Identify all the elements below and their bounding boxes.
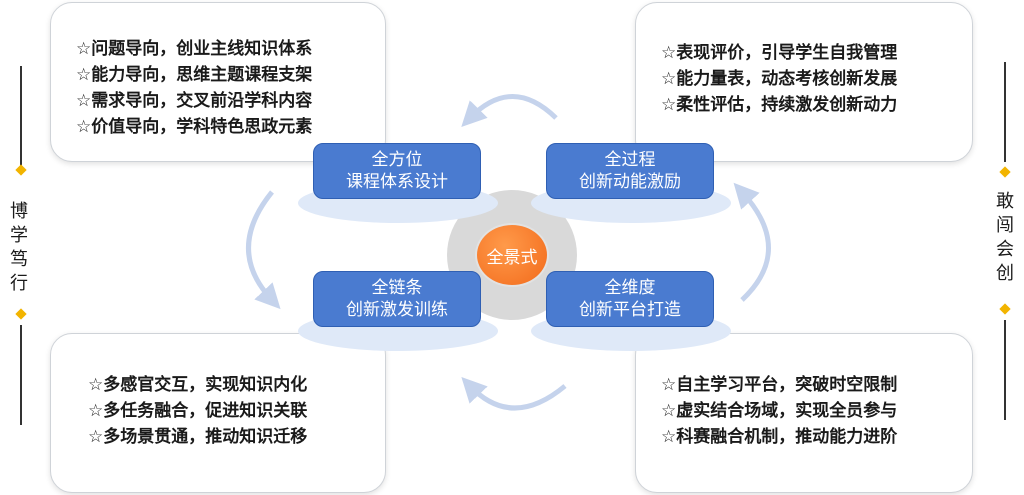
box-curriculum-design: 全方位 课程体系设计: [313, 143, 481, 199]
card-line: ☆需求导向，交叉前沿学科内容: [76, 91, 313, 111]
box-title: 全方位: [371, 150, 423, 170]
right-line-top: [1004, 62, 1006, 162]
box-innovation-training: 全链条 创新激发训练: [313, 271, 481, 327]
box-subtitle: 创新激发训练: [346, 300, 448, 320]
arrow-top: [461, 94, 558, 127]
left-side-label: 博学笃行: [10, 201, 28, 294]
card-line: ☆柔性评估，持续激发创新动力: [661, 95, 898, 115]
center-label: 全景式: [475, 223, 549, 287]
box-innovation-incentive: 全过程 创新动能激励: [546, 143, 714, 199]
right-side-label: 敢闯会创: [996, 191, 1014, 284]
arrow-left: [246, 190, 281, 310]
card-line: ☆多场景贯通，推动知识迁移: [88, 427, 308, 447]
left-line-bottom: [20, 325, 22, 425]
card-bottom-left: ☆多感官交互，实现知识内化 ☆多任务融合，促进知识关联 ☆多场景贯通，推动知识迁…: [50, 333, 386, 493]
box-innovation-platform: 全维度 创新平台打造: [546, 271, 714, 327]
card-line: ☆能力量表，动态考核创新发展: [661, 69, 898, 89]
card-line: ☆能力导向，思维主题课程支架: [76, 65, 313, 85]
box-title: 全过程: [604, 150, 656, 170]
arrow-bottom: [461, 376, 567, 411]
card-top-left: ☆问题导向，创业主线知识体系 ☆能力导向，思维主题课程支架 ☆需求导向，交叉前沿…: [50, 2, 386, 162]
box-title: 全维度: [604, 278, 656, 298]
box-subtitle: 课程体系设计: [346, 172, 448, 192]
card-line: ☆多感官交互，实现知识内化: [88, 375, 308, 395]
card-bottom-right: ☆自主学习平台，突破时空限制 ☆虚实结合场域，实现全员参与 ☆科赛融合机制，推动…: [635, 333, 973, 493]
card-line: ☆价值导向，学科特色思政元素: [76, 117, 313, 137]
card-line: ☆自主学习平台，突破时空限制: [661, 375, 898, 395]
left-line-top: [20, 66, 22, 166]
card-line: ☆多任务融合，促进知识关联: [88, 401, 308, 421]
card-line: ☆虚实结合场域，实现全员参与: [661, 401, 898, 421]
arrow-right: [733, 182, 771, 302]
card-top-right: ☆表现评价，引导学生自我管理 ☆能力量表，动态考核创新发展 ☆柔性评估，持续激发…: [635, 2, 973, 162]
card-line: ☆表现评价，引导学生自我管理: [661, 43, 898, 63]
right-line-bottom: [1004, 320, 1006, 420]
card-line: ☆科赛融合机制，推动能力进阶: [661, 427, 898, 447]
box-title: 全链条: [371, 278, 423, 298]
box-subtitle: 创新平台打造: [579, 300, 681, 320]
box-subtitle: 创新动能激励: [579, 172, 681, 192]
card-line: ☆问题导向，创业主线知识体系: [76, 39, 313, 59]
